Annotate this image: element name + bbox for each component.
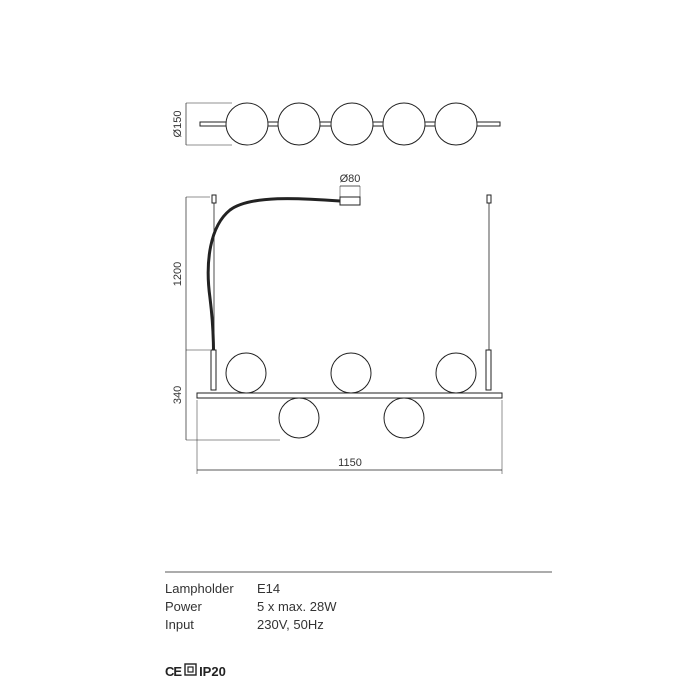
- lower-globe-1: [278, 397, 320, 439]
- lower-globe-2: [383, 397, 425, 439]
- spec-value: 5 x max. 28W: [257, 599, 337, 614]
- left-wire-grip: [210, 349, 217, 391]
- right-wire-cap: [486, 194, 492, 204]
- left-wire-cap: [211, 194, 217, 204]
- horizontal-bar: [196, 392, 503, 399]
- spec-value: E14: [257, 581, 281, 596]
- top-view-globe-4: [382, 102, 426, 146]
- top-view-globe-3: [330, 102, 374, 146]
- front-view: [185, 185, 503, 474]
- top-view-globe-1: [225, 102, 269, 146]
- suspension-height-label: 1200: [172, 262, 184, 286]
- upper-globe-3: [435, 352, 477, 394]
- upper-globe-1: [225, 352, 267, 394]
- power-cable: [206, 197, 341, 389]
- spec-label: Power: [165, 599, 202, 614]
- spec-label: Lampholder: [165, 581, 234, 596]
- body-height-label: 340: [172, 386, 184, 404]
- spec-value: 230V, 50Hz: [257, 617, 324, 632]
- ce-mark: CE: [165, 663, 182, 679]
- top-view-diameter-label: Ø150: [172, 111, 184, 138]
- length-label: 1150: [338, 457, 362, 469]
- spec-table: Lampholder E14 Power 5 x max. 28W Input …: [165, 580, 336, 634]
- top-view-globe-2: [277, 102, 321, 146]
- spec-row-lampholder: Lampholder E14: [165, 580, 336, 598]
- ip-rating: IP20: [199, 663, 226, 679]
- spec-row-input: Input 230V, 50Hz: [165, 616, 336, 634]
- top-view-globe-5: [434, 102, 478, 146]
- upper-globe-2: [330, 352, 372, 394]
- class-ii-icon: [184, 663, 197, 679]
- right-wire-grip: [485, 349, 492, 391]
- ceiling-canopy: [339, 196, 361, 206]
- cable-diameter-label: Ø80: [340, 173, 361, 185]
- top-view: [185, 102, 501, 146]
- certification-marks: CE IP20: [165, 663, 226, 679]
- spec-label: Input: [165, 617, 194, 632]
- spec-row-power: Power 5 x max. 28W: [165, 598, 336, 616]
